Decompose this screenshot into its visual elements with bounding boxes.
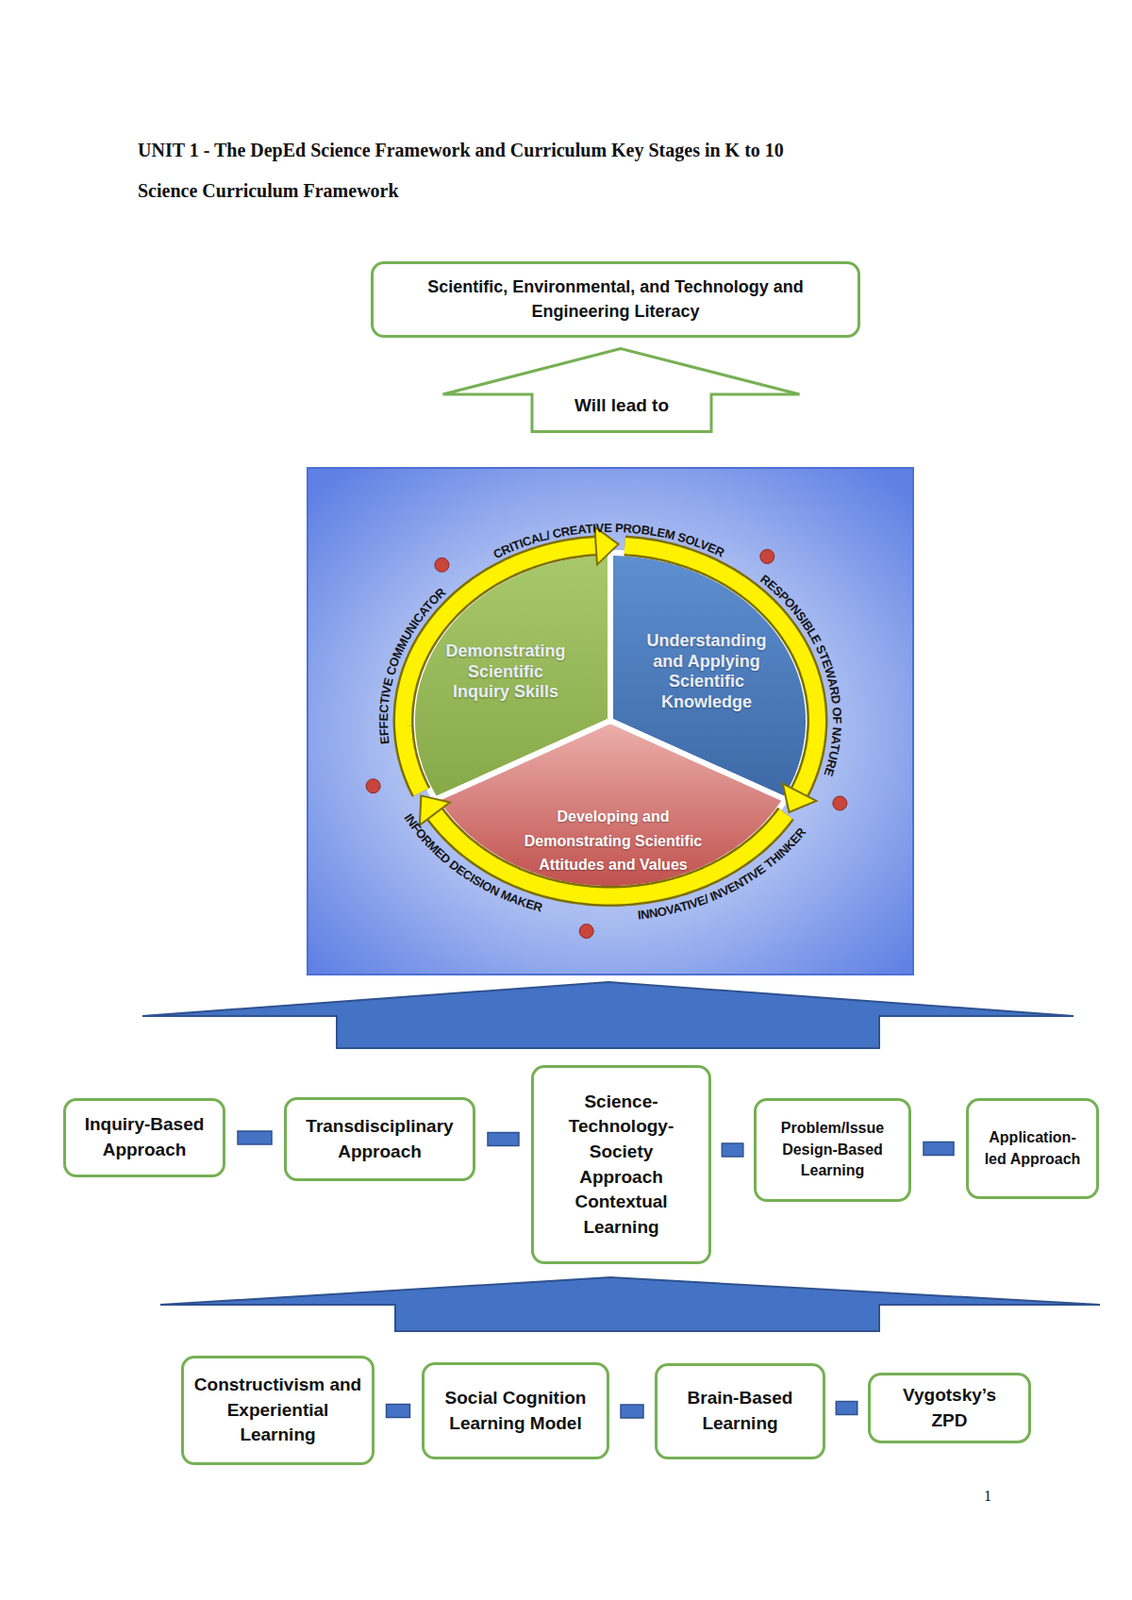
page-title: UNIT 1 - The DepEd Science Framework and… [137, 139, 784, 162]
ring-label: INNOVATIVE/ INVENTIVE THINKER [636, 824, 809, 923]
process-box: Problem/Issue Design-Based Learning [753, 1098, 912, 1202]
connector-bar [620, 1404, 644, 1418]
process-box: Vygotsky’s ZPD [867, 1372, 1032, 1444]
ring-label: EFFECTIVE COMMUNICATOR [376, 584, 450, 746]
connector-bar [237, 1131, 272, 1145]
ring-arrow [403, 546, 597, 793]
connector-bar [923, 1142, 954, 1156]
ring-label: INNOVATIVE/ INVENTIVE THINKER [636, 824, 809, 923]
connector-bar [721, 1143, 744, 1157]
framework-panel [307, 467, 914, 975]
process-box: Inquiry-Based Approach [63, 1098, 226, 1178]
ring-label: RESPONSIBLE STEWARD OF NATURE [757, 571, 845, 779]
sector-text: Developing and Demonstrating Scientific … [504, 804, 722, 878]
flow-arrow [160, 1277, 1100, 1332]
ring-label: RESPONSIBLE STEWARD OF NATURE [757, 571, 845, 779]
connector-bar [487, 1132, 519, 1147]
ring-label: INFORMED DECISION MAKER [401, 811, 546, 916]
ring-arrow [403, 546, 597, 793]
connector-bar [923, 1142, 954, 1156]
box-text: Vygotsky’s ZPD [889, 1382, 1010, 1433]
process-box: Social Cognition Learning Model [421, 1362, 610, 1460]
page-number: 1 [983, 1487, 992, 1505]
flow-arrow [142, 982, 1074, 1049]
sector-text: Understanding and Applying Scientific Kn… [631, 631, 783, 713]
connector-bar [620, 1404, 644, 1418]
ring-label: INFORMED DECISION MAKER [401, 811, 546, 916]
connector-bar [721, 1143, 744, 1157]
process-box: Brain-Based Learning [654, 1363, 826, 1460]
connector-bar [386, 1404, 411, 1418]
box-text: Social Cognition Learning Model [433, 1385, 598, 1436]
box-text: Inquiry-Based Approach [75, 1112, 214, 1163]
connector-bar [237, 1131, 272, 1145]
sector-text: Demonstrating Scientific Inquiry Skills [437, 641, 575, 703]
process-box: Science-Technology-Society Approach Cont… [531, 1065, 712, 1265]
arrow-shape: Will lead to [441, 347, 801, 433]
connector-bar [835, 1401, 858, 1415]
process-box: Transdisciplinary Approach [283, 1097, 476, 1182]
ring-dot [760, 549, 775, 564]
connector-bar [487, 1132, 519, 1147]
ring-label: EFFECTIVE COMMUNICATOR [376, 584, 450, 746]
ring-label: CRITICAL/ CREATIVE PROBLEM SOLVER [490, 520, 727, 562]
box-text: Science-Technology-Society Approach Cont… [549, 1089, 694, 1241]
ring-arrowhead [419, 795, 450, 825]
box-text: Transdisciplinary Approach [292, 1114, 467, 1165]
arrow-outline [441, 347, 801, 433]
box-text: Brain-Based Learning [666, 1385, 814, 1436]
arrow-outline [443, 349, 800, 433]
ring-dot [434, 557, 450, 572]
ring-arrow [624, 546, 817, 793]
ring-dot [366, 779, 381, 794]
ring-dot [579, 924, 594, 939]
ring-dot [832, 796, 848, 811]
process-box: Application-led Approach [965, 1098, 1099, 1199]
ring-label: CRITICAL/ CREATIVE PROBLEM SOLVER [490, 520, 727, 562]
box-text: Constructivism and Experiential Learning [193, 1372, 363, 1449]
process-box: Constructivism and Experiential Learning [181, 1355, 375, 1465]
box-text: Application-led Approach [980, 1127, 1085, 1170]
arrow-text: Will lead to [532, 391, 712, 420]
subtitle: Science Curriculum Framework [137, 180, 400, 202]
ring-arrowhead [782, 783, 817, 814]
box-text: Scientific, Environmental, and Technolog… [392, 275, 839, 323]
connector-bar [835, 1401, 858, 1415]
box-text: Problem/Issue Design-Based Learning [765, 1117, 899, 1182]
ring-arrow [624, 546, 817, 793]
process-box: Scientific, Environmental, and Technolog… [370, 261, 861, 338]
connector-bar [386, 1404, 411, 1418]
